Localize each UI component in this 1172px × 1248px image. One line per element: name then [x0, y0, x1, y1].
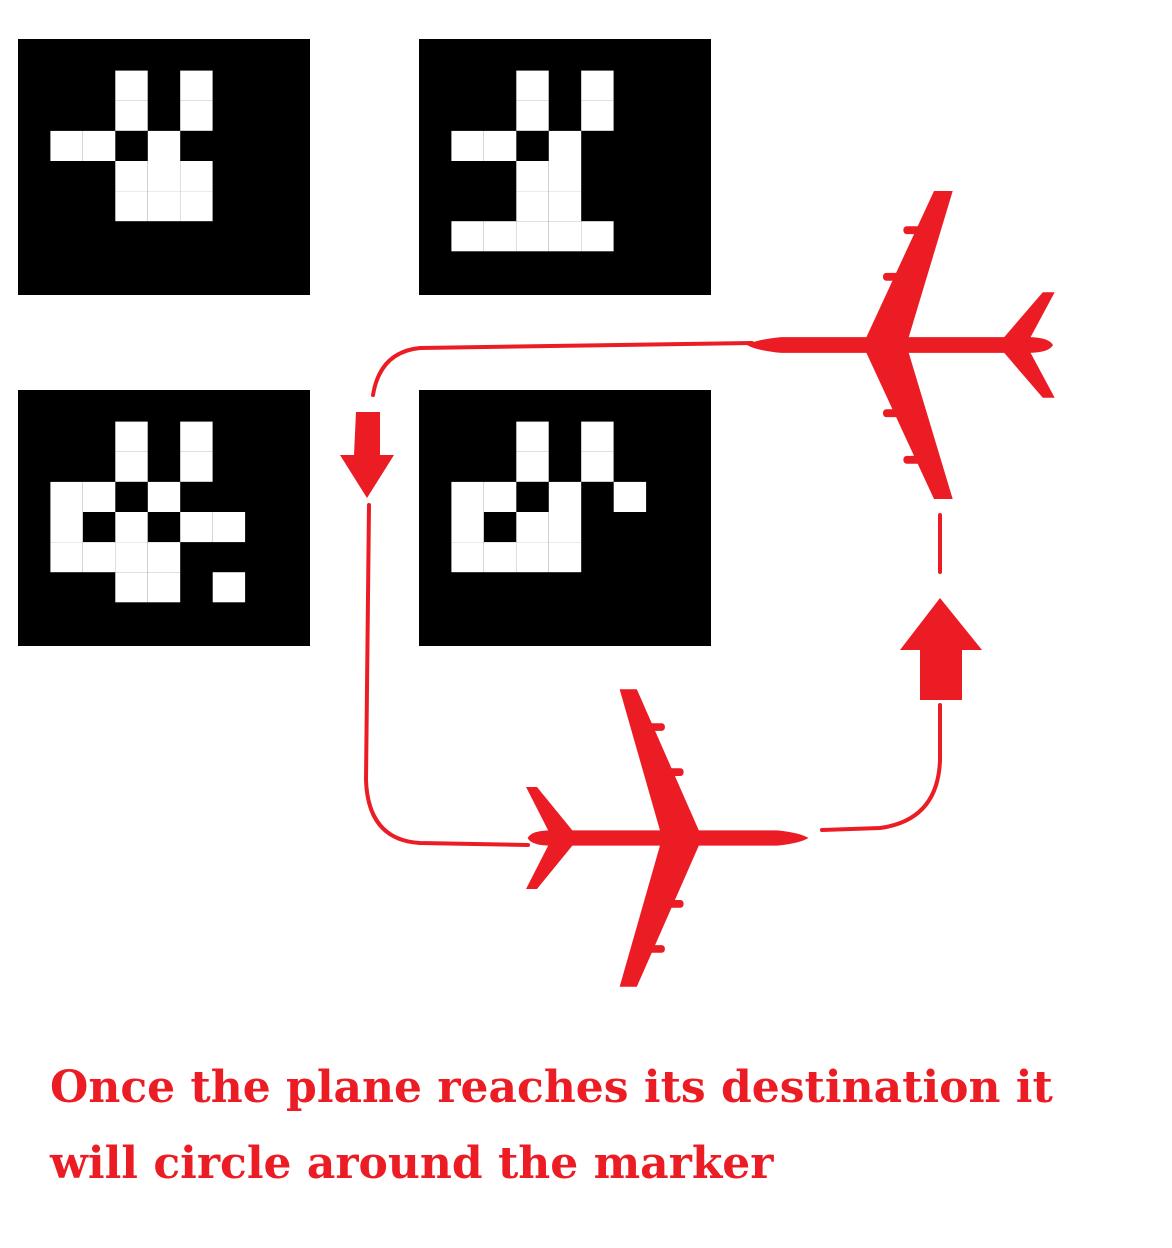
marker-cell	[180, 161, 213, 192]
marker-grid	[50, 70, 213, 222]
marker-cell	[180, 451, 213, 482]
marker-cell	[516, 512, 549, 543]
marker-cell	[516, 161, 549, 192]
marker-cell	[115, 572, 148, 603]
caption-line-1: Once the plane reaches its destination i…	[50, 1062, 1053, 1113]
marker-cell	[548, 542, 582, 573]
marker-cell	[147, 481, 181, 512]
marker-cell	[115, 451, 148, 482]
marker-cell	[147, 572, 181, 603]
marker-cell	[548, 191, 582, 222]
marker-cell	[212, 512, 246, 543]
marker-cell	[516, 451, 549, 482]
marker-cell	[115, 421, 148, 452]
diagram-caption: Once the plane reaches its destination i…	[50, 1050, 1150, 1202]
marker-cell	[50, 512, 83, 543]
marker-cell	[115, 100, 148, 131]
marker-cell	[50, 130, 83, 161]
marker-cell	[180, 70, 213, 101]
marker-cell	[581, 100, 614, 131]
flight-path-layer	[340, 191, 1055, 987]
marker-cell	[548, 481, 582, 512]
marker-cell	[115, 161, 148, 192]
marker-cell	[483, 221, 517, 252]
marker-cell	[516, 100, 549, 131]
marker-cell	[180, 512, 213, 543]
marker-cell	[451, 221, 484, 252]
marker-cell	[516, 421, 549, 452]
marker-cell	[451, 481, 484, 512]
marker-cell	[147, 161, 181, 192]
marker-cell	[581, 451, 614, 482]
marker-cell	[483, 130, 517, 161]
fiducial-marker-bottom-left	[18, 390, 310, 646]
marker-grid	[451, 70, 614, 252]
marker-cell	[82, 542, 116, 573]
marker-cell	[613, 481, 647, 512]
flight-path-bottom-right	[820, 703, 942, 832]
marker-cell	[581, 421, 614, 452]
marker-cell	[548, 161, 582, 192]
fiducial-marker-top-right	[419, 39, 711, 295]
caption-line-2: will circle around the marker	[50, 1138, 774, 1189]
arrow-up-icon	[900, 598, 982, 700]
fiducial-marker-bottom-right	[419, 390, 711, 646]
marker-cell	[180, 100, 213, 131]
marker-cell	[451, 130, 484, 161]
marker-cell	[115, 512, 148, 543]
marker-cell	[115, 70, 148, 101]
marker-cell	[581, 70, 614, 101]
marker-cell	[516, 70, 549, 101]
marker-cell	[147, 130, 181, 161]
marker-cell	[82, 481, 116, 512]
flight-path-left	[363, 503, 530, 847]
marker-cell	[483, 481, 517, 512]
fiducial-marker-top-left	[18, 39, 310, 295]
marker-cell	[451, 512, 484, 543]
arrow-down-icon	[340, 412, 394, 498]
marker-cell	[50, 542, 83, 573]
marker-cell	[115, 191, 148, 222]
marker-cell	[451, 542, 484, 573]
marker-cell	[115, 542, 148, 573]
marker-cell	[516, 221, 549, 252]
marker-cell	[581, 221, 614, 252]
marker-cell	[180, 191, 213, 222]
marker-cell	[548, 130, 582, 161]
marker-cell	[82, 130, 116, 161]
marker-cell	[147, 191, 181, 222]
airplane-icon	[526, 689, 809, 987]
marker-grid	[451, 421, 647, 573]
marker-cell	[483, 542, 517, 573]
marker-grid	[50, 421, 246, 603]
marker-cell	[212, 572, 246, 603]
marker-cell	[548, 221, 582, 252]
flight-path-top	[371, 341, 754, 397]
marker-cell	[516, 542, 549, 573]
airplane-icon	[747, 191, 1055, 499]
marker-cell	[147, 542, 181, 573]
marker-cell	[516, 191, 549, 222]
marker-cell	[50, 481, 83, 512]
marker-cell	[180, 421, 213, 452]
marker-cell	[548, 512, 582, 543]
